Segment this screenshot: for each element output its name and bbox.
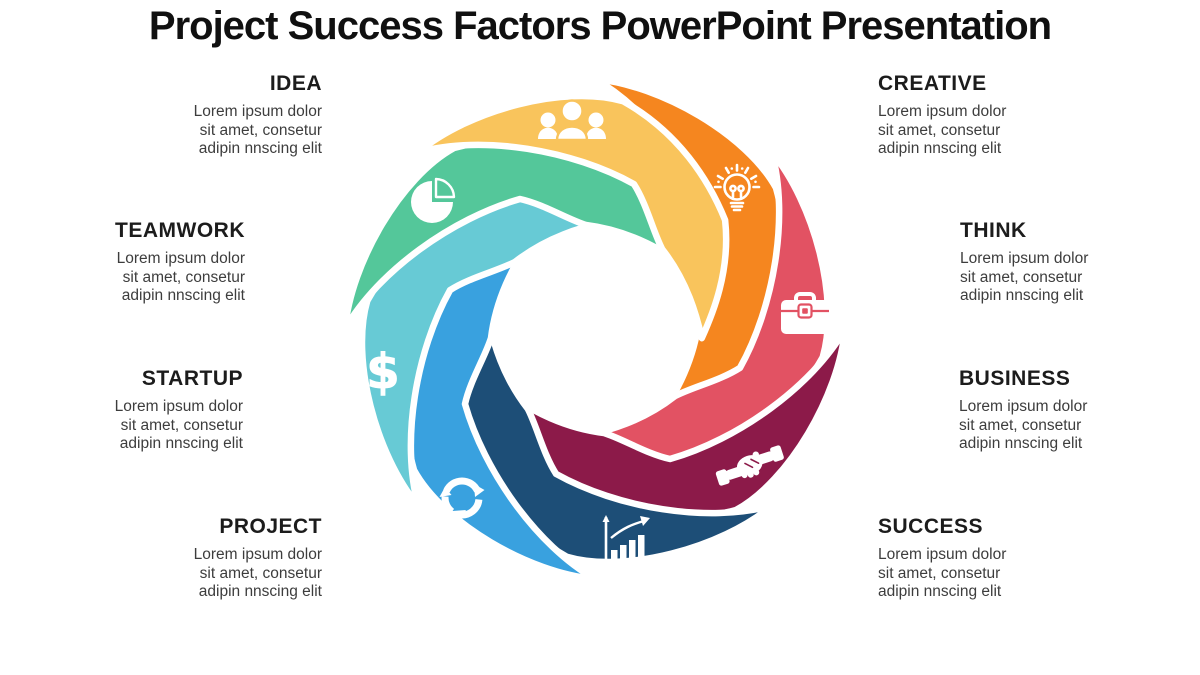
label-business-line3: adipin nnscing elit [959,435,1083,452]
label-idea-line3: adipin nnscing elit [198,140,322,157]
label-success: SUCCESS Lorem ipsum dolor sit amet, cons… [878,515,1006,602]
label-teamwork-title: TEAMWORK [115,219,245,242]
label-business-line1: Lorem ipsum dolor [959,398,1088,415]
label-creative-line1: Lorem ipsum dolor [878,103,1007,120]
people-group-icon [538,99,606,142]
label-idea-line2: sit amet, consetur [199,121,322,139]
recycle-arrows-icon [439,477,485,521]
label-think: THINK Lorem ipsum dolor sit amet, conset… [960,219,1088,306]
label-success-line3: adipin nnscing elit [878,583,1002,600]
label-project: PROJECT Lorem ipsum dolor sit amet, cons… [194,515,322,602]
label-teamwork-line2: sit amet, consetur [122,268,245,286]
label-business-title: BUSINESS [959,367,1071,390]
label-idea: IDEA Lorem ipsum dolor sit amet, consetu… [194,72,322,159]
label-think-title: THINK [960,219,1027,242]
label-teamwork-line1: Lorem ipsum dolor [116,250,245,267]
label-think-line1: Lorem ipsum dolor [960,250,1089,267]
label-success-title: SUCCESS [878,515,984,538]
label-project-line3: adipin nnscing elit [198,583,322,600]
label-creative-title: CREATIVE [878,72,987,95]
label-project-line1: Lorem ipsum dolor [193,546,322,563]
label-success-line2: sit amet, consetur [878,564,1001,582]
label-idea-title: IDEA [269,72,322,95]
label-project-title: PROJECT [219,515,322,538]
label-project-line2: sit amet, consetur [199,564,322,582]
label-idea-line1: Lorem ipsum dolor [193,103,322,120]
label-teamwork: TEAMWORK Lorem ipsum dolor sit amet, con… [115,219,245,306]
briefcase-icon [781,292,829,334]
blade-idea [414,92,730,342]
label-startup-line3: adipin nnscing elit [119,435,243,452]
dollar-icon: $ [366,344,399,400]
swirl-diagram: $ [341,75,849,583]
label-think-line2: sit amet, consetur [960,268,1083,286]
bar-chart-icon [602,515,655,566]
label-business-line2: sit amet, consetur [959,416,1082,434]
label-creative-line2: sit amet, consetur [878,121,1001,139]
label-creative: CREATIVE Lorem ipsum dolor sit amet, con… [878,72,1006,159]
label-business: BUSINESS Lorem ipsum dolor sit amet, con… [959,367,1087,454]
label-success-line1: Lorem ipsum dolor [878,546,1007,563]
label-creative-line3: adipin nnscing elit [878,140,1002,157]
label-startup-line1: Lorem ipsum dolor [114,398,243,415]
pie-chart-icon [411,177,456,223]
label-teamwork-line3: adipin nnscing elit [121,287,245,304]
handshake-icon [715,445,784,486]
label-think-line3: adipin nnscing elit [960,287,1084,304]
lightbulb-icon [713,163,761,212]
label-startup-line2: sit amet, consetur [120,416,243,434]
slide-title: Project Success Factors PowerPoint Prese… [148,4,1052,48]
label-startup-title: STARTUP [141,367,243,390]
label-startup: STARTUP Lorem ipsum dolor sit amet, cons… [115,367,243,454]
